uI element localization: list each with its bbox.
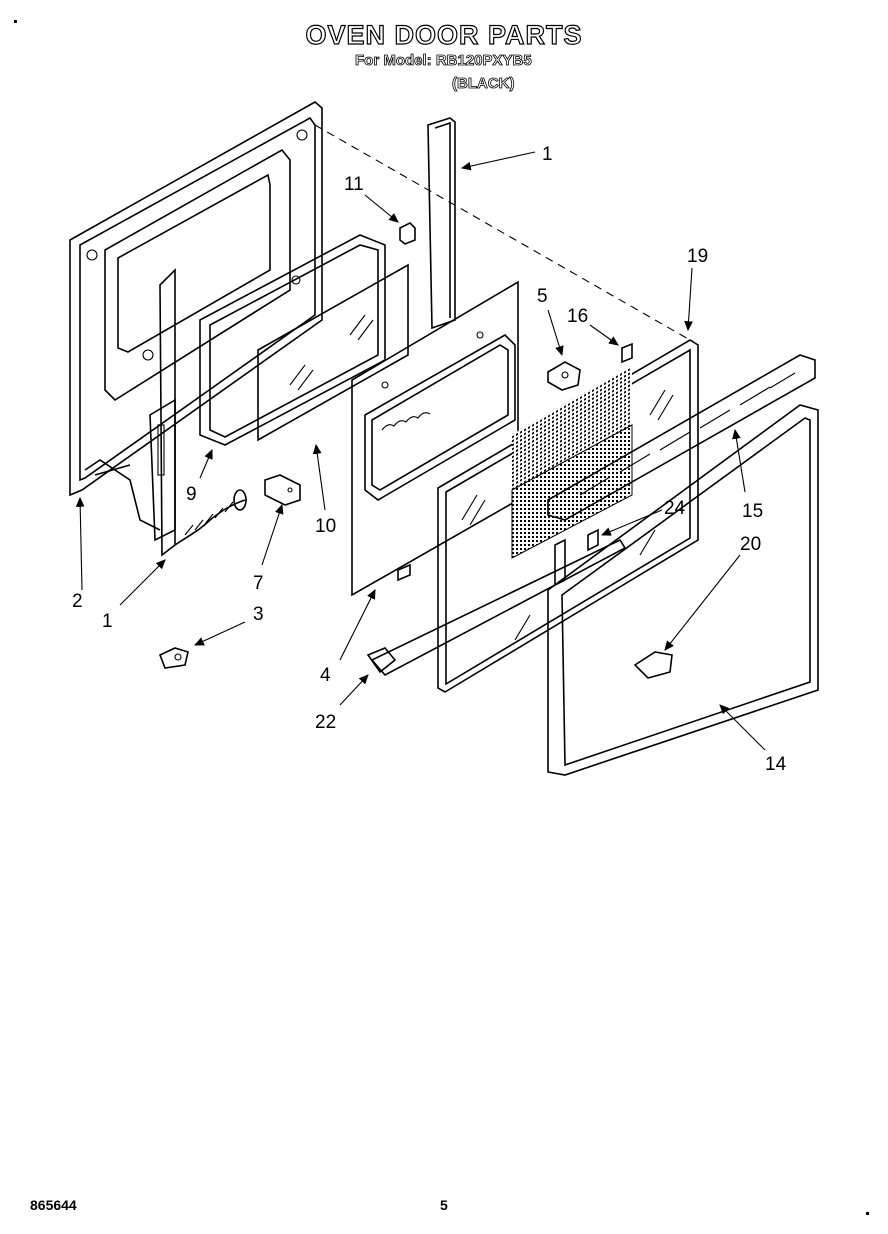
document-number: 865644	[30, 1197, 77, 1213]
callout-15: 15	[742, 501, 763, 522]
inner-glass	[257, 263, 409, 442]
page-title: OVEN DOOR PARTS	[305, 19, 583, 50]
door-handle	[366, 538, 627, 677]
callout-4: 4	[320, 665, 331, 686]
callout-3: 3	[253, 604, 264, 625]
hinge-bracket	[264, 474, 301, 506]
small-clip	[399, 222, 416, 245]
callout-20: 20	[740, 534, 761, 555]
hinge-arm	[149, 268, 176, 557]
callout-24: 24	[664, 498, 686, 519]
callout-14: 14	[765, 754, 787, 775]
callout-19: 19	[687, 246, 708, 267]
callout-1-top: 1	[542, 144, 553, 165]
corner-mark-bottom-right	[866, 1212, 869, 1215]
callout-16: 16	[567, 306, 588, 327]
tab-24	[587, 528, 599, 552]
callout-9: 9	[186, 484, 197, 505]
callout-5: 5	[537, 286, 548, 307]
callout-11: 11	[344, 174, 364, 195]
small-tab	[621, 342, 633, 364]
inner-door-panel	[351, 280, 519, 597]
callout-2: 2	[72, 591, 83, 612]
outer-door-frame	[547, 404, 819, 776]
door-channel	[427, 117, 456, 330]
callout-1-bottom: 1	[102, 611, 113, 632]
hinge-spring	[174, 489, 247, 546]
clip	[158, 647, 189, 669]
callout-7: 7	[253, 573, 264, 594]
callout-arrows	[75, 151, 766, 751]
outer-door-panel	[69, 101, 323, 531]
vent-strip	[547, 354, 816, 521]
model-line: For Model: RB120PXYB5	[355, 52, 533, 70]
color-line: (BLACK)	[452, 75, 515, 93]
corner-mark-top-left	[14, 20, 17, 23]
callout-22: 22	[315, 712, 336, 733]
bracket-20	[633, 651, 673, 679]
callout-10: 10	[315, 516, 336, 537]
outer-glass-frame	[437, 339, 699, 693]
reference-line	[314, 124, 691, 341]
latch-bracket	[547, 361, 581, 391]
page-number: 5	[440, 1197, 448, 1213]
